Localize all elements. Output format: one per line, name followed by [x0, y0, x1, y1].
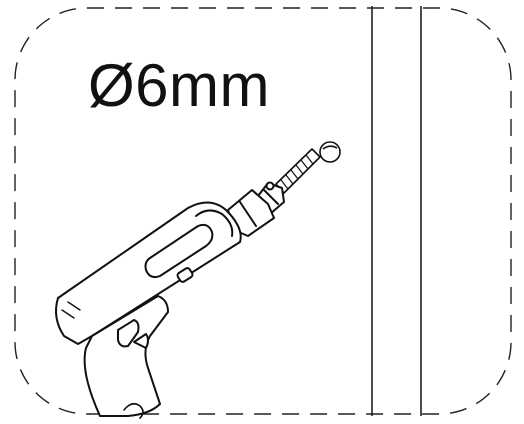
drill-bit-icon — [275, 141, 341, 194]
drill-bit-diameter-label: Ø6mm — [88, 52, 270, 119]
wall-section-icon — [371, 6, 422, 416]
dashed-rounded-frame-icon — [14, 7, 512, 415]
power-drill-icon — [55, 181, 285, 419]
